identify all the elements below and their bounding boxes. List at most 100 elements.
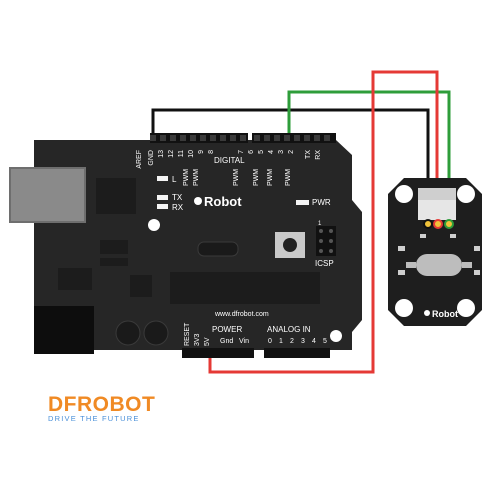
led-tx [157, 195, 168, 200]
top-pin-label: 3 [278, 150, 285, 154]
pwm-label: PWM [267, 169, 274, 186]
top-pin-label: 13 [158, 150, 165, 158]
module-mounting-hole-br [457, 299, 475, 317]
header-pin-hole [294, 135, 300, 141]
top-pin-label: 5 [258, 150, 265, 154]
top-pin-label: 2 [288, 150, 295, 154]
power-label: POWER [212, 325, 242, 334]
pwm-label: PWM [183, 169, 190, 186]
board-brand-text: Robot [204, 194, 242, 209]
pin-1-label: 1 [318, 221, 322, 227]
header-pin-hole [210, 135, 216, 141]
led-rx-label: RX [172, 203, 184, 212]
logo-tagline: DRIVE THE FUTURE [48, 414, 140, 423]
dfrobot-logo-icon [194, 197, 202, 205]
bottom-header-power [182, 348, 254, 358]
header-pin-hole [200, 135, 206, 141]
icsp-label: ICSP [315, 259, 334, 268]
crystal [197, 241, 239, 257]
green-wire [287, 90, 451, 215]
pwr-label: PWR [312, 198, 331, 207]
power-pin-label: RESET [184, 322, 191, 346]
arduino-board: L TX RX PWR Robot www.dfrobot.com ICSP D… [9, 133, 362, 358]
capacitor-2 [143, 320, 169, 346]
analog-pin-label: 3 [301, 338, 305, 345]
top-pin-label: 11 [178, 150, 185, 157]
usb-connector [10, 168, 85, 222]
board-brand: Robot [194, 194, 242, 209]
top-pin-label: 8 [208, 150, 215, 154]
module-mounting-hole-tr [457, 185, 475, 203]
header-pin-hole [254, 135, 260, 141]
header-pin-hole [304, 135, 310, 141]
reset-button-cap[interactable] [283, 238, 297, 252]
header-pin-hole [324, 135, 330, 141]
analog-pin-label: 2 [290, 338, 294, 345]
header-pin-hole [264, 135, 270, 141]
top-pin-label: TX [305, 150, 312, 159]
bottom-header-analog [264, 348, 330, 358]
module-pin-vcc [433, 219, 443, 229]
led-rx [157, 204, 168, 209]
module-mounting-hole-tl [395, 185, 413, 203]
dfrobot-logo: DFROBOT DRIVE THE FUTURE [48, 393, 155, 423]
header-pin-hole [220, 135, 226, 141]
analog-pin-label: 0 [268, 338, 272, 345]
wires [151, 70, 451, 374]
top-pin-label: AREF [136, 150, 143, 169]
pwm-label: PWM [233, 169, 240, 186]
icsp-header [316, 226, 336, 256]
digital-label: DIGITAL [214, 156, 245, 165]
header-pin-hole [150, 135, 156, 141]
logo-text: DFROBOT [48, 393, 155, 416]
top-pin-label: 6 [248, 150, 255, 154]
red-wire [208, 70, 439, 374]
website-label: www.dfrobot.com [214, 311, 269, 318]
led-l [157, 176, 168, 181]
tilt-switch [416, 254, 462, 276]
led-pwr [296, 200, 309, 205]
header-pin-hole [230, 135, 236, 141]
led-l-label: L [172, 175, 177, 184]
top-header-left [150, 133, 248, 143]
header-pin-hole [314, 135, 320, 141]
pwm-label: PWM [193, 169, 200, 186]
power-pin-label: 5V [204, 337, 211, 346]
chip-atmega16u2 [96, 178, 136, 214]
chip-main-mcu [170, 272, 320, 304]
top-pin-label: 9 [198, 150, 205, 154]
power-pin-label: Vin [239, 338, 249, 345]
tilt-sensor-module: Robot [388, 178, 482, 326]
top-pin-label: 12 [168, 150, 175, 158]
power-pin-label: 3V3 [194, 333, 201, 346]
led-tx-label: TX [172, 193, 183, 202]
header-pin-hole [190, 135, 196, 141]
header-pin-hole [180, 135, 186, 141]
top-pin-label: 7 [238, 150, 245, 154]
header-pin-hole [240, 135, 246, 141]
module-brand-text: Robot [432, 309, 458, 319]
pwm-label: PWM [253, 169, 260, 186]
module-pin-signal [444, 219, 454, 229]
module-pin-gnd [423, 219, 433, 229]
module-logo-icon [424, 310, 430, 316]
header-pin-hole [274, 135, 280, 141]
top-pin-label: RX [315, 150, 322, 160]
regulator [58, 268, 92, 290]
top-pin-label: 4 [268, 150, 275, 154]
analog-pin-label: 4 [312, 338, 316, 345]
module-mounting-hole-bl [395, 299, 413, 317]
top-pin-label: GND [148, 150, 155, 166]
power-jack [34, 306, 94, 354]
top-pin-label: 10 [188, 150, 195, 158]
header-pin-hole [170, 135, 176, 141]
header-pin-hole [284, 135, 290, 141]
analog-pin-label: 5 [323, 338, 327, 345]
power-pin-label: Gnd [220, 338, 233, 345]
analog-label: ANALOG IN [267, 325, 311, 334]
